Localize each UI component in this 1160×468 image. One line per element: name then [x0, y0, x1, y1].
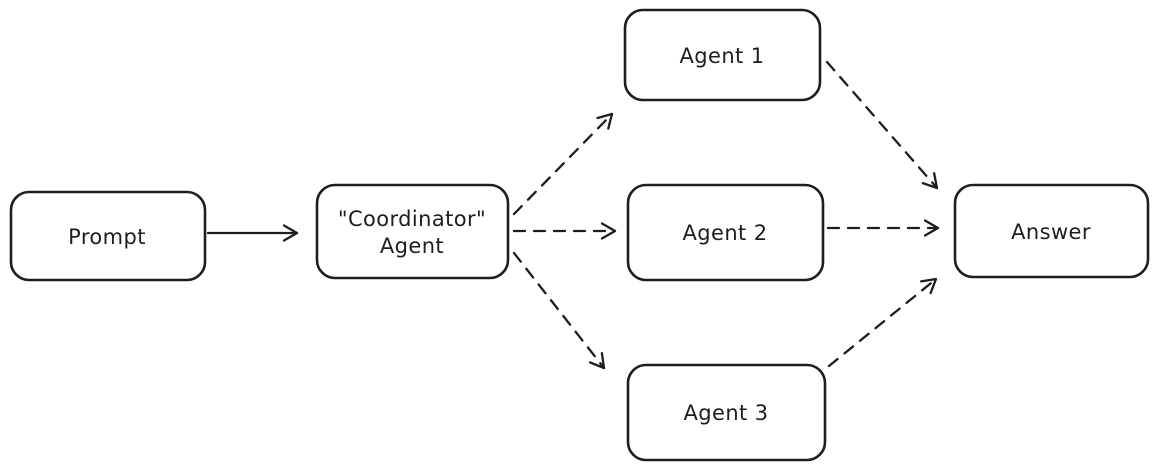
- node-agent2-box: [626, 183, 825, 282]
- node-answer: Answer: [953, 183, 1150, 279]
- node-agent1: Agent 1: [623, 8, 822, 102]
- node-agent1-box: [623, 8, 822, 102]
- edge-agent1-to-answer: [825, 60, 939, 190]
- node-answer-box: [953, 183, 1150, 279]
- node-prompt-label: Prompt: [68, 225, 146, 249]
- node-answer-label: Answer: [1011, 220, 1091, 244]
- node-prompt: Prompt: [9, 190, 207, 282]
- node-agent2-label: Agent 2: [683, 221, 768, 245]
- node-coordinator-label-line2: Agent: [380, 234, 444, 258]
- diagram-root: Prompt "Coordinator" Agent Agent 1 Agent…: [9, 8, 1150, 462]
- edge-agent3-to-answer: [827, 277, 938, 368]
- edge-coordinator-to-agent1: [512, 112, 614, 216]
- node-agent3-label: Agent 3: [684, 401, 769, 425]
- node-agent3: Agent 3: [626, 363, 827, 462]
- node-agent2: Agent 2: [626, 183, 825, 282]
- node-agent1-label: Agent 1: [680, 44, 765, 68]
- node-coordinator-agent: "Coordinator" Agent: [315, 183, 510, 280]
- node-coordinator-box: [315, 183, 510, 280]
- edge-coordinator-to-agent3: [512, 251, 606, 370]
- node-prompt-box: [9, 190, 207, 282]
- node-agent3-box: [626, 363, 827, 462]
- node-coordinator-label-line1: "Coordinator": [338, 207, 486, 231]
